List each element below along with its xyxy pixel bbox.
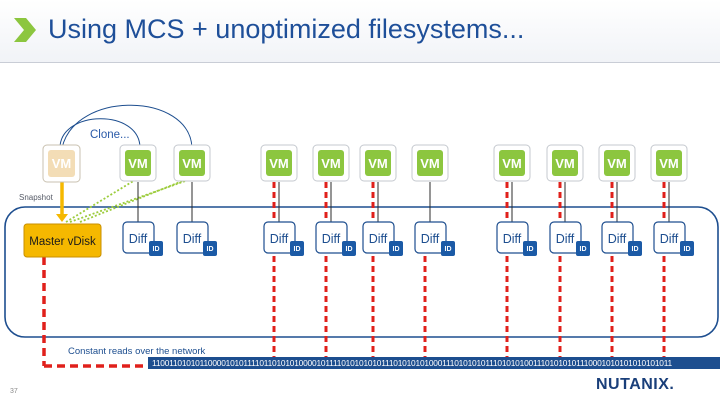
network-label: Constant reads over the network xyxy=(68,346,206,357)
vm-icon xyxy=(365,150,391,176)
vm-icon xyxy=(417,150,443,176)
vm-label: VM xyxy=(607,156,627,171)
vm-label: VM xyxy=(269,156,289,171)
diff-box xyxy=(414,221,447,254)
id-badge xyxy=(203,241,217,256)
diff-box xyxy=(653,221,686,254)
nutanix-logo: NUTANIX. xyxy=(596,376,674,393)
id-badge-label: ID xyxy=(580,246,587,253)
vm-label: VM xyxy=(659,156,679,171)
id-badge xyxy=(523,241,537,256)
diff-label: Diff xyxy=(556,232,575,246)
page-number: 37 xyxy=(10,388,18,395)
vm-label: VM xyxy=(502,156,522,171)
master-link-lines xyxy=(65,177,191,223)
diff-box xyxy=(549,221,582,254)
diff-box xyxy=(263,221,296,254)
id-badge xyxy=(576,241,590,256)
id-badge xyxy=(680,241,694,256)
clone-label: Clone... xyxy=(90,129,130,141)
bitstream-band xyxy=(148,357,720,369)
vm-icon xyxy=(552,150,578,176)
diff-label: Diff xyxy=(183,232,202,246)
id-badge-label: ID xyxy=(393,246,400,253)
network-read-lines xyxy=(272,182,666,357)
diff-label: Diff xyxy=(421,232,440,246)
id-badge xyxy=(628,241,642,256)
vm-label: VM xyxy=(128,156,148,171)
id-badge-label: ID xyxy=(153,246,160,253)
diff-label: Diff xyxy=(369,232,388,246)
bitstream-text: 1100110101011000010101111011010101000010… xyxy=(152,359,673,368)
diff-box xyxy=(362,221,395,254)
diff-label: Diff xyxy=(503,232,522,246)
clone-arcs xyxy=(59,104,193,149)
vm-icon xyxy=(604,150,630,176)
id-badge xyxy=(389,241,403,256)
storage-container xyxy=(4,206,719,338)
vm-label: VM xyxy=(321,156,341,171)
vm-label: VM xyxy=(420,156,440,171)
id-badge-label: ID xyxy=(445,246,452,253)
id-badge xyxy=(441,241,455,256)
vm-icon xyxy=(179,150,205,176)
master-vm-label: VM xyxy=(52,156,72,171)
id-badge-label: ID xyxy=(527,246,534,253)
diff-label: Diff xyxy=(608,232,627,246)
id-badge xyxy=(342,241,356,256)
diff-box xyxy=(315,221,348,254)
master-vm-icon: VM xyxy=(42,144,81,183)
vm-icon xyxy=(318,150,344,176)
master-vdisk xyxy=(23,223,102,258)
diff-box xyxy=(496,221,529,254)
diff-label: Diff xyxy=(129,232,148,246)
diff-label: Diff xyxy=(322,232,341,246)
vm-icon xyxy=(125,150,151,176)
chevron-right-icon xyxy=(14,18,36,42)
id-badge-label: ID xyxy=(294,246,301,253)
snapshot-label: Snapshot xyxy=(19,193,54,202)
diff-label: Diff xyxy=(270,232,289,246)
vm-label: VM xyxy=(368,156,388,171)
diff-label: Diff xyxy=(660,232,679,246)
snapshot-arrowhead xyxy=(56,214,68,222)
id-badge xyxy=(149,241,163,256)
title-bar: Using MCS + unoptimized filesystems... xyxy=(0,0,720,63)
vm-icon xyxy=(266,150,292,176)
master-network-path xyxy=(42,257,148,368)
diff-box xyxy=(176,221,209,254)
id-badge-label: ID xyxy=(346,246,353,253)
vm-label: VM xyxy=(555,156,575,171)
diff-box xyxy=(601,221,634,254)
id-badge-label: ID xyxy=(632,246,639,253)
master-vdisk-label: Master vDisk xyxy=(29,236,96,248)
id-badge-label: ID xyxy=(207,246,214,253)
vm-icon xyxy=(499,150,525,176)
slide-title: Using MCS + unoptimized filesystems... xyxy=(48,14,525,44)
diff-box xyxy=(122,221,155,254)
vm-icon xyxy=(656,150,682,176)
vm-label: VM xyxy=(182,156,202,171)
id-badge-label: ID xyxy=(684,246,691,253)
id-badge xyxy=(290,241,304,256)
